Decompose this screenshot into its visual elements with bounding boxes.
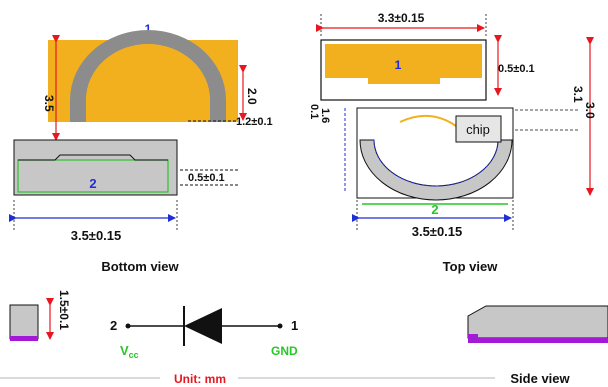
top-dim-top-width: 3.3±0.15 — [378, 11, 425, 25]
bottom-view: 1 3.5 2.0 1.2±0.1 2 0.5±0.1 3.5±0.15 Bot… — [9, 22, 273, 274]
top-pad1 — [325, 44, 482, 84]
diode-triangle — [184, 308, 222, 344]
diode-label-right: GND — [271, 344, 298, 358]
top-pad1-label: 1 — [395, 58, 402, 72]
bottom-dim-width: 3.5±0.15 — [71, 228, 122, 243]
bottom-view-caption: Bottom view — [101, 259, 179, 274]
top-dim-left: 0.1 — [308, 104, 320, 119]
chip-label: chip — [466, 122, 490, 137]
bottom-ring — [70, 30, 226, 122]
side-view: Side view — [467, 305, 608, 386]
diode-pin-right: 1 — [291, 318, 298, 333]
top-view-caption: Top view — [443, 259, 499, 274]
side-left: 1.5±0.1 — [9, 290, 71, 341]
bond-wire — [399, 115, 457, 127]
diode-pin-left: 2 — [110, 318, 117, 333]
top-pad2-label: 2 — [431, 202, 438, 217]
top-dim-right2: 3.0 — [583, 102, 597, 119]
bottom-dim-pad: 0.5±0.1 — [188, 172, 225, 184]
bottom-pad2 — [17, 159, 169, 193]
top-dim-width: 3.5±0.15 — [412, 224, 463, 239]
side-left-body — [9, 304, 39, 340]
top-dim-pad-h: 0.5±0.1 — [498, 63, 535, 75]
diode-label-left: Vcc — [120, 343, 139, 360]
bottom-dim-right: 2.0 — [245, 88, 259, 105]
unit-label: Unit: mm — [174, 372, 226, 386]
bottom-pad1-label: 1 — [145, 22, 152, 36]
top-view: 3.3±0.15 1 0.5±0.1 3.1 3.0 0.1 1.6 chip … — [308, 11, 597, 274]
top-dim-left2: 1.6 — [319, 108, 331, 123]
top-dim-right: 3.1 — [571, 86, 585, 103]
side-view-body — [467, 305, 608, 339]
diode-symbol: 2 1 Vcc GND — [110, 306, 298, 360]
side-left-dim: 1.5±0.1 — [57, 290, 71, 330]
bottom-pad2-label: 2 — [89, 176, 96, 191]
bottom-dim-height: 3.5 — [42, 95, 56, 112]
side-view-caption: Side view — [510, 371, 570, 386]
chip — [455, 115, 502, 143]
bottom-dim-gap: 1.2±0.1 — [236, 116, 273, 128]
